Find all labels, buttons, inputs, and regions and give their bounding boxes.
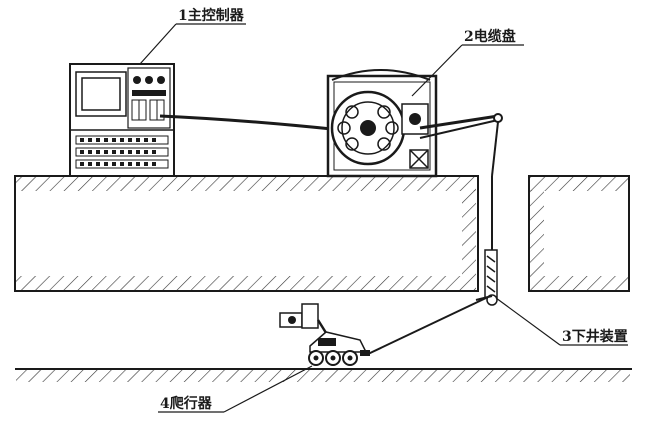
cable-shaft-to-crawler <box>367 297 487 355</box>
left-earth-block <box>14 175 479 292</box>
label-lowering-device: 3下井装置 <box>562 328 628 345</box>
main-controller <box>69 63 175 177</box>
cable-reel <box>326 69 503 178</box>
pipe-floor <box>15 368 632 382</box>
label-main-controller: 1主控制器 <box>178 7 245 24</box>
manhole-shaft <box>477 176 530 291</box>
ground-surface <box>15 175 478 191</box>
label-cable-reel: 2电缆盘 <box>464 28 516 45</box>
right-earth-block <box>528 175 630 292</box>
crawler-robot <box>279 303 370 366</box>
lowering-device <box>475 249 498 306</box>
label-crawler: 4爬行器 <box>160 395 213 412</box>
callout-leaders <box>139 23 628 413</box>
